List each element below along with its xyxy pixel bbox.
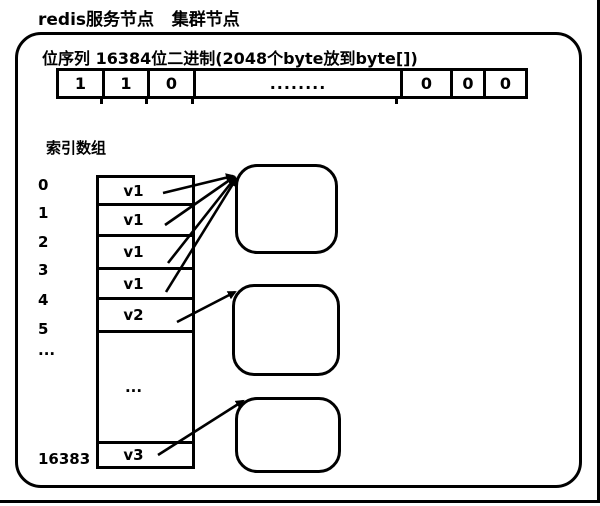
index-array-cell: v3 [123, 446, 144, 464]
index-label: 1 [38, 204, 49, 222]
index-array-cell: v1 [99, 178, 192, 206]
bit-table-tick [100, 96, 103, 104]
bit-sequence-table: 1 1 0 ........ 0 0 0 [56, 68, 528, 99]
index-array-label: 索引数组 [46, 139, 107, 157]
index-label: 4 [38, 291, 49, 309]
redis-server-node-box [15, 32, 582, 488]
index-label: 0 [38, 176, 49, 194]
bit-cell: 1 [105, 71, 150, 96]
bit-cell: 0 [499, 74, 512, 93]
bit-cell-ellipsis: ........ [196, 71, 403, 96]
index-label: 3 [38, 261, 49, 279]
bit-cell: 0 [403, 71, 453, 96]
index-array-cell: v1 [99, 270, 192, 300]
cluster-node-box-2 [232, 284, 340, 376]
bit-cell: 0 [453, 71, 486, 96]
index-array-table: v1 v1 v1 v1 v2 ... v3 [96, 175, 195, 469]
index-array-cell: v2 [99, 300, 192, 333]
bit-table-tick [395, 96, 398, 104]
bit-cell: 0 [150, 71, 196, 96]
bit-sequence-label: 位序列 16384位二进制(2048个byte放到byte[]) [42, 49, 418, 68]
bit-cell: 1 [59, 71, 105, 96]
page-title: redis服务节点 集群节点 [38, 10, 240, 30]
index-array-cell: v1 [99, 237, 192, 270]
index-label-ellipsis: ... [38, 341, 56, 359]
cluster-node-box-3 [235, 397, 341, 473]
index-array-cell-ellipsis: ... [99, 333, 192, 444]
index-array-cell: v1 [99, 206, 192, 237]
index-label: 5 [38, 320, 49, 338]
bit-table-tick [145, 96, 148, 104]
index-label: 16383 [38, 450, 91, 468]
index-label: 2 [38, 233, 49, 251]
bit-table-tick [191, 96, 194, 104]
cluster-node-box-1 [235, 164, 338, 254]
